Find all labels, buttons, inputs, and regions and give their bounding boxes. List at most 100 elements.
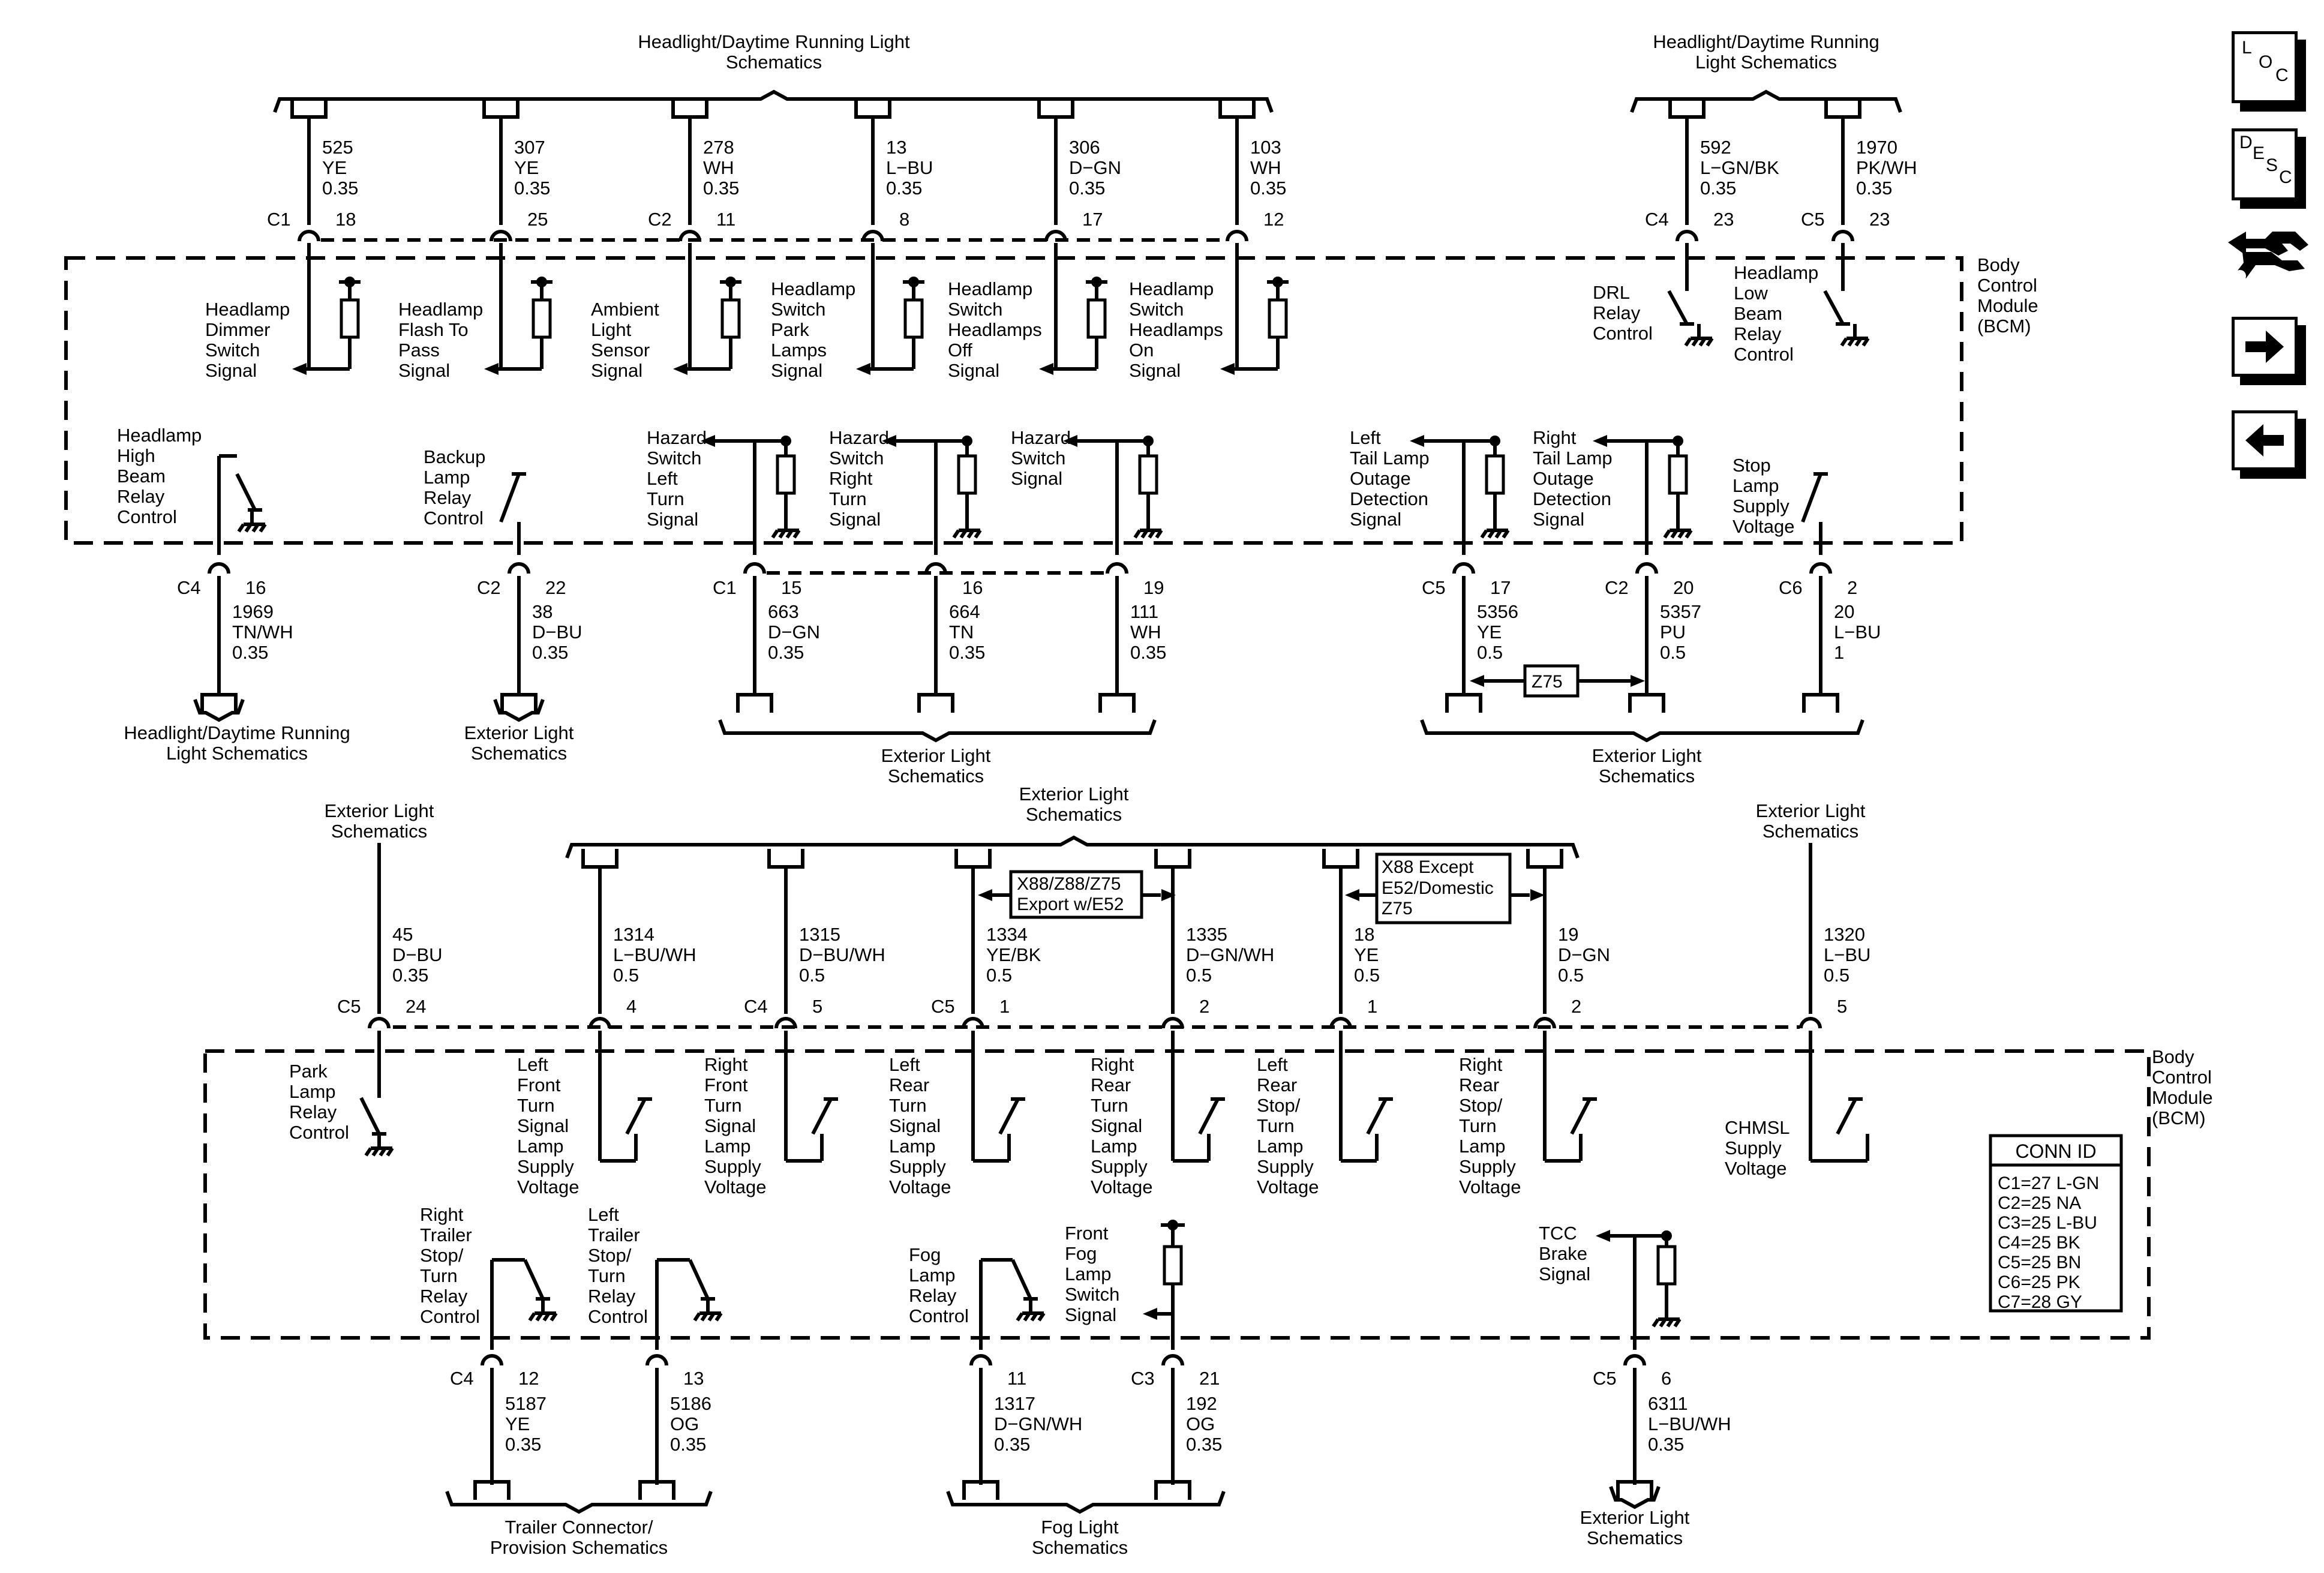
option-box-x88-export xyxy=(1009,870,1143,919)
wire-label: 0.35 xyxy=(514,178,550,199)
switch-blade xyxy=(1570,1098,1592,1135)
connector-pin xyxy=(1831,230,1854,242)
signal-label: Fog xyxy=(1065,1243,1097,1264)
signal-label: Left xyxy=(588,1204,619,1225)
previous-page-button[interactable] xyxy=(2232,410,2298,470)
signal-label: Detection xyxy=(1533,488,1611,509)
signal-label: Turn xyxy=(420,1265,458,1286)
wire-label: YE xyxy=(322,157,347,178)
signal-label: CHMSL xyxy=(1725,1117,1790,1138)
connector-terminal xyxy=(500,693,538,713)
connector-pin xyxy=(1452,562,1475,574)
signal-label: Beam xyxy=(1734,303,1782,324)
signal-label: Voltage xyxy=(517,1176,579,1197)
connector-terminal xyxy=(736,693,773,713)
signal-label: Left xyxy=(889,1054,920,1075)
signal-label: Stop/ xyxy=(588,1245,632,1266)
wire-label: 0.35 xyxy=(1700,178,1736,199)
harness-bracket-top-2 xyxy=(1630,89,1902,113)
resistor xyxy=(1268,298,1288,339)
connector-id: C4 xyxy=(450,1368,474,1389)
switch-blade xyxy=(688,1259,710,1300)
connector-id: C5 xyxy=(931,996,955,1017)
signal-label: Right xyxy=(829,468,873,489)
wire-label: 0.35 xyxy=(670,1434,706,1455)
splice-dot xyxy=(1661,1230,1672,1241)
harness-bracket-bottom xyxy=(445,1490,713,1514)
pin-number: 21 xyxy=(1199,1368,1220,1389)
signal-label: Headlamps xyxy=(948,319,1042,340)
description-button[interactable]: D E S C xyxy=(2232,128,2298,200)
wire-label: 13 xyxy=(886,137,906,158)
wire-label: L−BU xyxy=(1834,622,1881,643)
option-label: E52/Domestic xyxy=(1382,878,1494,898)
wire-label: L−BU xyxy=(1824,944,1870,965)
wire-label: L−GN/BK xyxy=(1700,157,1779,178)
pin-number: 5 xyxy=(1837,996,1847,1017)
switch-blade xyxy=(359,1097,381,1135)
resistor xyxy=(532,298,552,339)
signal-label: Beam xyxy=(117,466,166,487)
resistor xyxy=(1163,1245,1183,1286)
wire-label: 663 xyxy=(768,601,799,622)
signal-label: High xyxy=(117,445,155,466)
resistor xyxy=(957,454,977,495)
signal-label: Supply xyxy=(517,1156,574,1177)
reference-label: Light Schematics xyxy=(166,743,308,764)
wire-label: 45 xyxy=(392,924,413,945)
arrow-head xyxy=(1220,363,1235,375)
reference-label: Exterior Light xyxy=(464,722,574,743)
wire-label: TN/WH xyxy=(232,622,293,643)
wire-label: 0.35 xyxy=(322,178,358,199)
wire-label: YE xyxy=(1354,944,1379,965)
connector-pin xyxy=(962,1017,984,1029)
signal-label: Supply xyxy=(1733,496,1789,517)
signal-label: Lamp xyxy=(909,1265,956,1286)
option-label: Export w/E52 xyxy=(1017,894,1124,914)
signal-label: Right xyxy=(1091,1054,1134,1075)
wire-label: WH xyxy=(1250,157,1281,178)
option-label: X88 Except xyxy=(1382,857,1474,877)
connector-pin xyxy=(774,1017,797,1029)
module-label: Control xyxy=(2152,1067,2212,1088)
arrow-head xyxy=(673,363,687,375)
connector-pin xyxy=(645,1354,668,1366)
signal-label: Signal xyxy=(948,360,999,381)
connector-terminal xyxy=(1668,99,1706,119)
signal-label: Tail Lamp xyxy=(1533,448,1613,469)
ground-symbol xyxy=(1480,516,1510,539)
pin-number: 2 xyxy=(1571,996,1581,1017)
connector-id: C5 xyxy=(337,996,361,1017)
resistor xyxy=(1668,454,1688,495)
reference-label: Exterior Light xyxy=(1019,784,1129,804)
arrow-head xyxy=(484,363,499,375)
bcm-boundary xyxy=(64,256,1963,545)
signal-label: Signal xyxy=(591,360,642,381)
signal-label: Left xyxy=(1350,427,1381,448)
arrow-head xyxy=(1345,889,1359,901)
reference-label: Schematics xyxy=(1599,766,1695,786)
wire-label: 0.35 xyxy=(532,642,568,663)
conn-id-row: C7=28 GY xyxy=(1998,1292,2082,1312)
wire-label: 1314 xyxy=(613,924,654,945)
signal-label: Signal xyxy=(771,360,822,381)
connector-pin xyxy=(1044,230,1067,242)
signal-label: Signal xyxy=(1533,509,1584,530)
signal-label: Headlamp xyxy=(398,299,483,320)
connector-terminal xyxy=(1445,693,1482,713)
connector-terminal xyxy=(1824,99,1861,119)
resistor xyxy=(720,298,741,339)
location-button[interactable]: L O C xyxy=(2232,31,2298,103)
signal-label: Relay xyxy=(1734,323,1782,344)
reference-label: Fog Light xyxy=(1041,1517,1119,1538)
connector-pin xyxy=(1161,1354,1184,1366)
desc-letter: E xyxy=(2253,143,2265,163)
next-page-button[interactable] xyxy=(2232,317,2298,377)
wire-label: 307 xyxy=(514,137,545,158)
pin-number: 12 xyxy=(1263,209,1284,230)
wire-label: 1335 xyxy=(1186,924,1227,945)
signal-label: Right xyxy=(1533,427,1577,448)
repair-hand-icon[interactable] xyxy=(2223,214,2313,292)
switch-blade xyxy=(499,473,521,523)
connector-pin xyxy=(481,1354,503,1366)
